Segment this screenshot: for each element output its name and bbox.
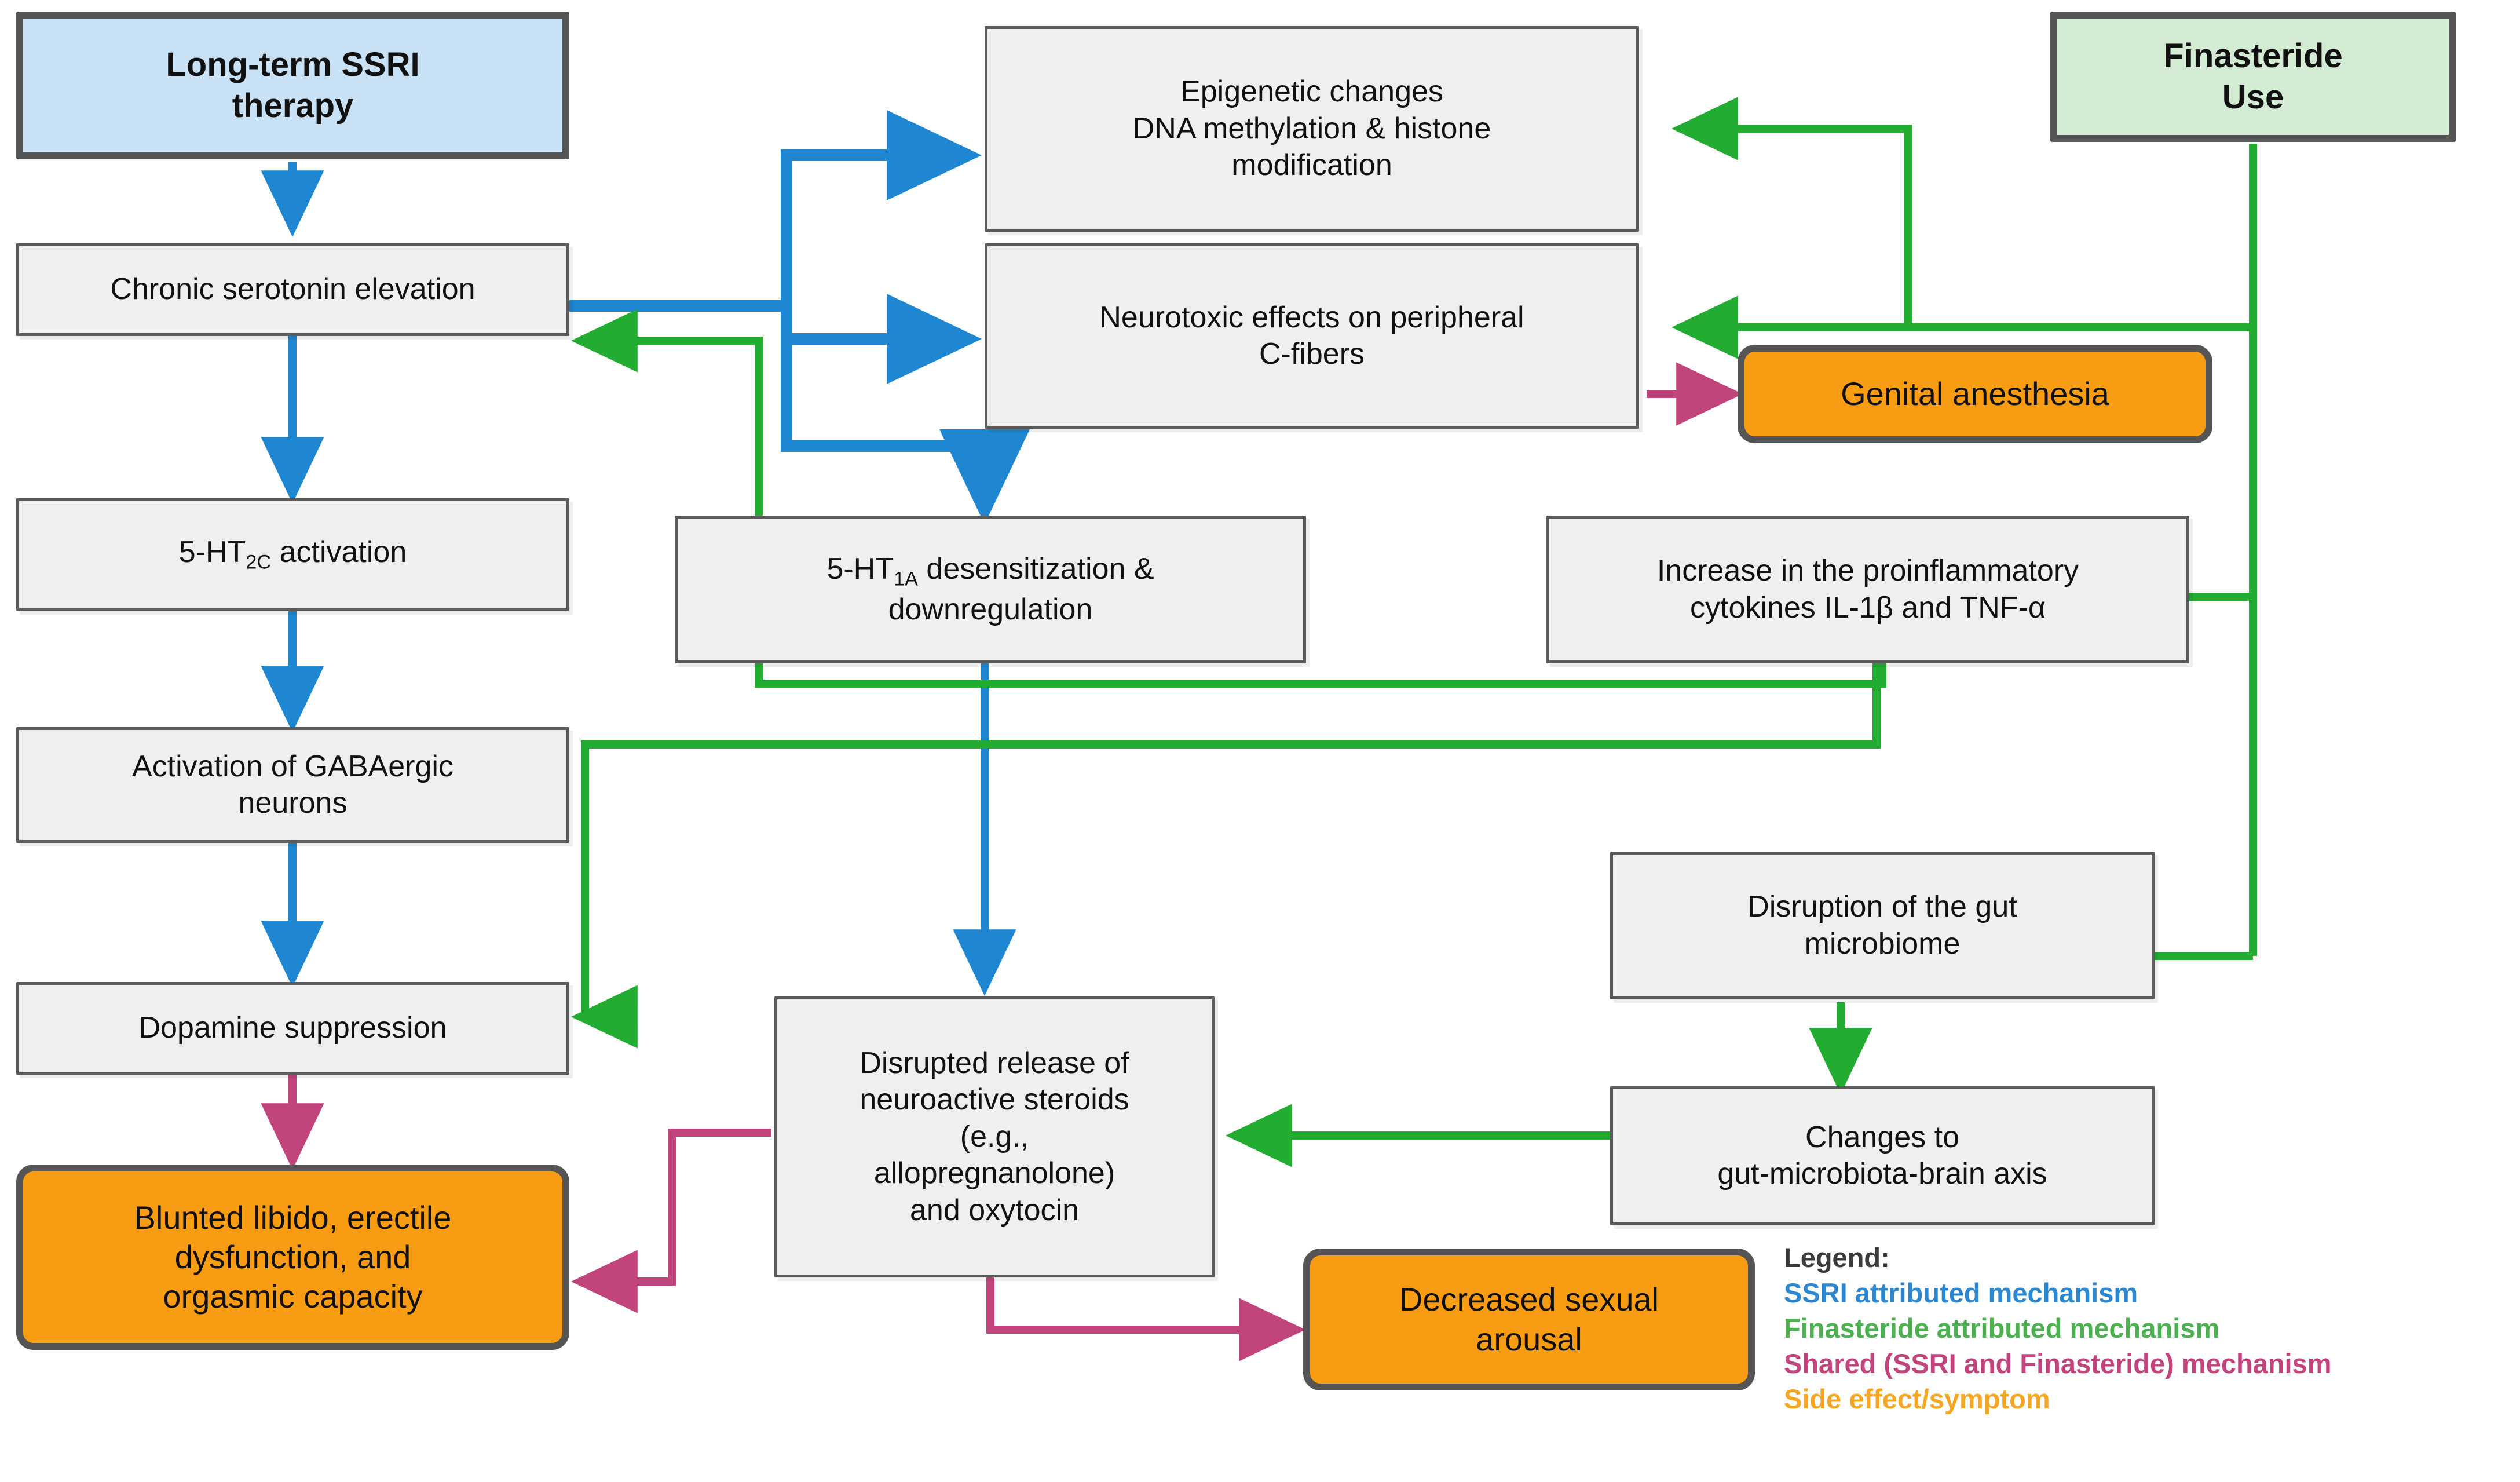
edge-cytokines-to-dopamine (570, 663, 1881, 1049)
node-blunted-line3: orgasmic capacity (163, 1278, 423, 1315)
node-gabaergic-line1: Activation of GABAergic (132, 749, 453, 783)
node-finasteride-use-line1: Finasteride (2163, 36, 2343, 75)
node-epigenetic-line1: Epigenetic changes (1180, 75, 1443, 109)
legend: Legend: SSRI attributed mechanism Finast… (1784, 1240, 2514, 1417)
legend-title: Legend: (1784, 1242, 1890, 1273)
node-ht1a-subscript: 1A (894, 568, 918, 590)
node-neuroactive-line4: allopregnanolone) (873, 1156, 1115, 1191)
edge-cytokines-to-serotonin (570, 309, 1886, 688)
node-ht1a-desensitization[interactable]: 5-HT1A desensitization & downregulation (675, 516, 1306, 663)
legend-item-finasteride: Finasteride attributed mechanism (1784, 1313, 2220, 1344)
node-arousal-line1: Decreased sexual (1399, 1281, 1659, 1318)
node-chronic-serotonin[interactable]: Chronic serotonin elevation (16, 243, 569, 336)
node-ht1a-suffix: desensitization & (917, 552, 1154, 586)
node-ht1a-line2: downregulation (888, 592, 1093, 626)
node-chronic-serotonin-label: Chronic serotonin elevation (110, 272, 476, 306)
node-ssri-therapy-line1: Long-term SSRI (166, 45, 420, 83)
node-ht2c-suffix: activation (271, 535, 407, 570)
node-dopamine-suppression-label: Dopamine suppression (138, 1011, 447, 1045)
node-gut-microbiome-line2: microbiome (1804, 926, 1961, 961)
node-cytokines-line1: Increase in the proinflammatory (1656, 554, 2079, 588)
node-gut-axis-line2: gut-microbiota-brain axis (1717, 1157, 2047, 1191)
node-neuroactive-line3: (e.g., (960, 1119, 1029, 1154)
edge-neuroactive-to-blunted (570, 1129, 771, 1313)
node-blunted-line1: Blunted libido, erectile (134, 1199, 452, 1236)
node-ht2c-prefix: 5-HT (178, 535, 246, 570)
node-neuroactive-line1: Disrupted release of (859, 1046, 1129, 1080)
node-dopamine-suppression[interactable]: Dopamine suppression (16, 982, 569, 1075)
node-gabaergic-line2: neurons (238, 786, 348, 820)
edge-serotonin-to-epigenetic (781, 110, 982, 306)
node-ht1a-prefix: 5-HT (826, 552, 894, 586)
node-neuroactive-line2: neuroactive steroids (859, 1083, 1129, 1117)
node-finasteride-use-line2: Use (2222, 78, 2284, 116)
node-genital-anesthesia[interactable]: Genital anesthesia (1738, 345, 2212, 443)
legend-item-ssri: SSRI attributed mechanism (1784, 1277, 2138, 1309)
edge-serotonin-to-ht1a (781, 339, 1030, 525)
node-cytokines-line2: cytokines IL-1β and TNF-α (1690, 590, 2046, 625)
node-neuroactive-line5: and oxytocin (910, 1193, 1079, 1227)
node-arousal-line2: arousal (1476, 1320, 1582, 1357)
node-epigenetic-line2: DNA methylation & histone (1132, 111, 1491, 145)
legend-item-shared: Shared (SSRI and Finasteride) mechanism (1784, 1348, 2332, 1379)
edge-fin-to-epigenetic (1671, 97, 1912, 327)
node-ssri-therapy-line2: therapy (232, 86, 354, 125)
edge-neuroactive-to-arousal (986, 1275, 1306, 1361)
node-blunted-line2: dysfunction, and (174, 1238, 411, 1275)
node-gut-axis-line1: Changes to (1805, 1120, 1959, 1154)
node-neurotoxic-line1: Neurotoxic effects on peripheral (1099, 300, 1524, 334)
node-neurotoxic-line2: C-fibers (1259, 337, 1365, 371)
node-genital-anesthesia-label: Genital anesthesia (1841, 375, 2109, 412)
node-ht2c-subscript: 2C (246, 551, 272, 574)
node-gut-microbiome-line1: Disruption of the gut (1747, 890, 2017, 924)
legend-item-side-effect: Side effect/symptom (1784, 1384, 2050, 1415)
node-epigenetic-line3: modification (1231, 148, 1392, 182)
node-ht2c-activation[interactable]: 5-HT2C activation (16, 498, 569, 611)
